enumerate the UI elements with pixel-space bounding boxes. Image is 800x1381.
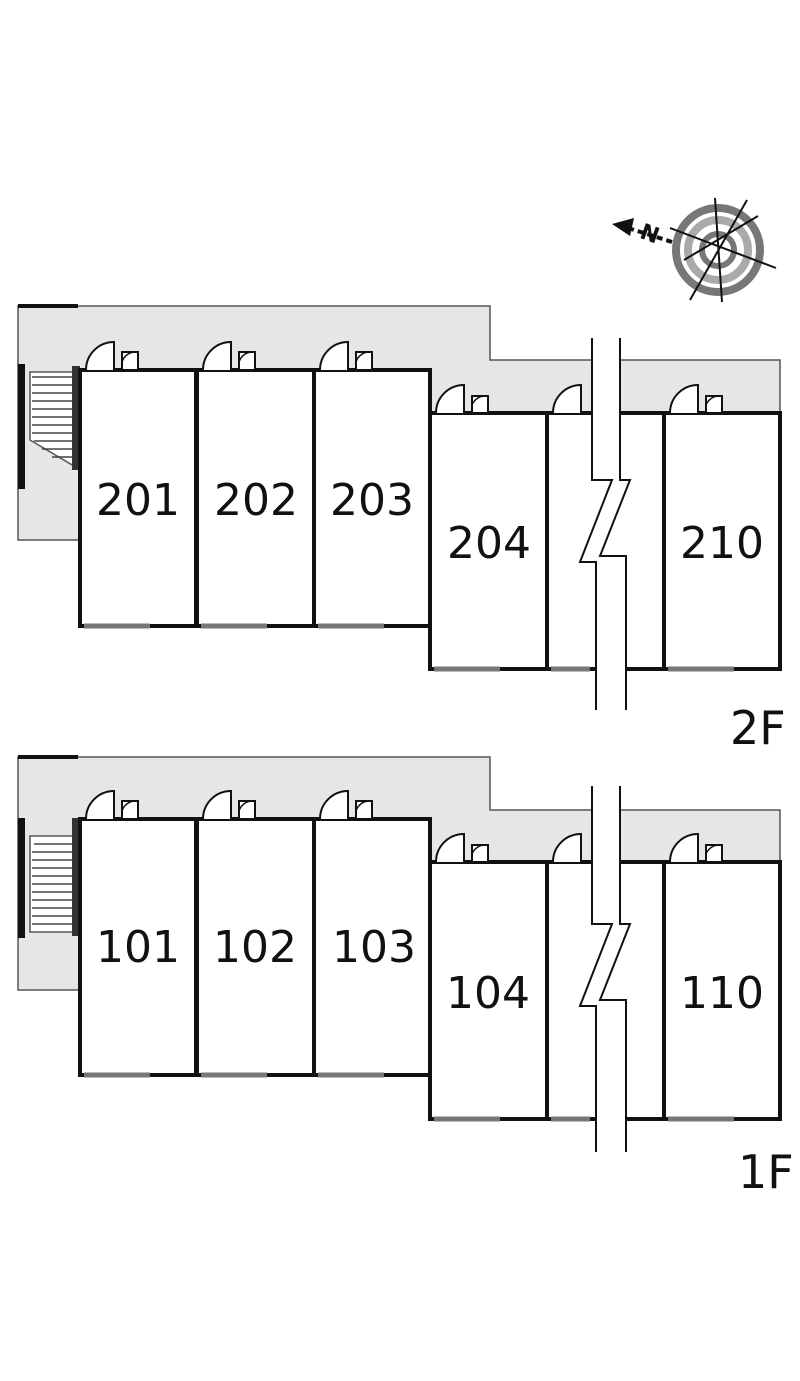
compass-rose-icon (612, 197, 777, 303)
floor-1f: 101 102 103 104 (17, 755, 794, 1199)
unit-101[interactable]: 101 (78, 789, 198, 1078)
unit-103[interactable]: 103 (312, 789, 432, 1078)
unit-210[interactable]: 210 (662, 383, 782, 672)
unit-102[interactable]: 102 (195, 789, 316, 1078)
unit-204[interactable]: 204 (428, 383, 549, 672)
staircase (18, 364, 80, 489)
unit-110[interactable]: 110 (662, 832, 782, 1122)
unit-label: 110 (680, 968, 764, 1019)
unit-label: 201 (96, 475, 180, 526)
compass-north-label: N (637, 220, 663, 250)
unit-label: 210 (680, 518, 764, 569)
unit-label: 203 (330, 475, 414, 526)
unit-label: 103 (332, 922, 416, 973)
unit-label: 102 (213, 922, 297, 973)
break-mark (578, 786, 632, 1152)
unit-202[interactable]: 202 (195, 340, 316, 629)
unit-label: 104 (446, 968, 530, 1019)
floor-2f: 201 202 203 204 (17, 304, 786, 755)
staircase (18, 818, 80, 938)
unit-label: 204 (447, 518, 531, 569)
unit-104[interactable]: 104 (428, 832, 549, 1122)
break-mark (578, 338, 632, 710)
unit-label: 101 (96, 922, 180, 973)
floor-label: 1F (738, 1145, 794, 1199)
unit-label: 202 (214, 475, 298, 526)
floor-label: 2F (730, 701, 786, 755)
unit-201[interactable]: 201 (78, 340, 198, 629)
unit-203[interactable]: 203 (312, 340, 432, 629)
